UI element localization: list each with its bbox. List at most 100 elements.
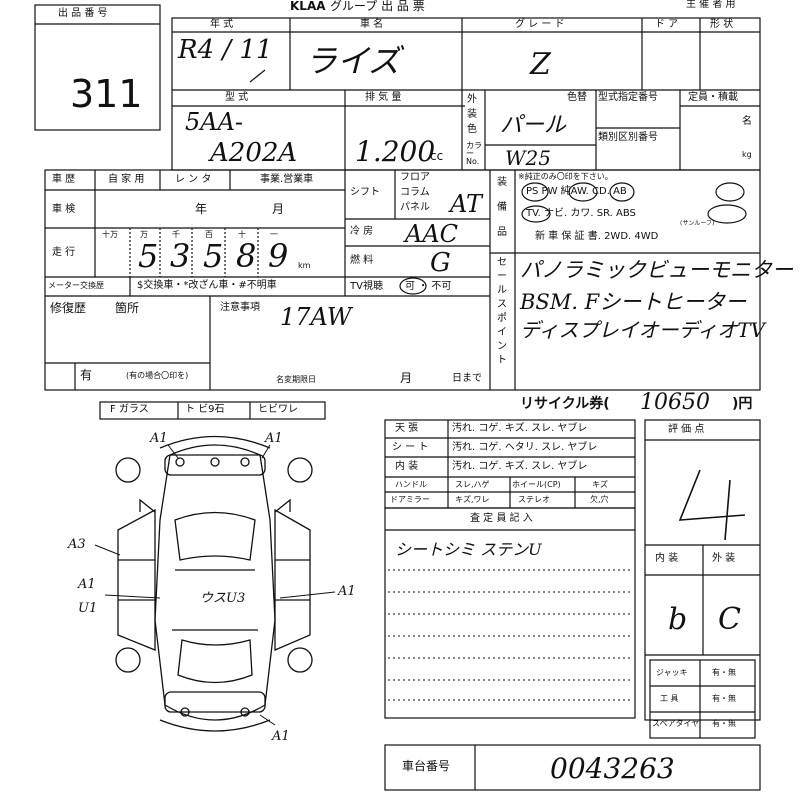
mileage-unit: km <box>298 261 311 270</box>
capacity-kg-unit: kg <box>742 150 752 159</box>
seat-options[interactable]: 汚れ. コゲ. ヘタリ. スレ. ヤブレ <box>452 442 598 453</box>
wheel-value[interactable]: キズ <box>592 480 608 489</box>
name-change-day: 日まで <box>452 373 482 384</box>
inspection-label: 車 検 <box>52 204 76 215</box>
tools-options[interactable]: 有・無 <box>712 694 736 703</box>
spare-tire-label: スペアタイヤ <box>652 719 700 728</box>
interior-score-value: b <box>668 602 688 637</box>
displacement-value: 1.200 <box>355 135 436 168</box>
doors-label: ド ア <box>655 19 679 30</box>
diagram-mark-2: A1 <box>265 431 283 446</box>
car-name-value: ライズ <box>305 42 401 80</box>
grade-value: Z <box>530 47 551 82</box>
interior-trim-options[interactable]: 汚れ. コゲ. キズ. スレ. ヤブレ <box>452 461 588 472</box>
shift-panel[interactable]: パネル <box>400 202 430 213</box>
chassis-number-label: 車台番号 <box>402 759 451 773</box>
jack-label: ジャッキ <box>656 668 688 677</box>
capacity-label: 定員・積載 <box>688 92 738 103</box>
mileage-digit-2: 3 <box>170 237 191 275</box>
displacement-label: 排 気 量 <box>365 92 402 103</box>
inspection-year-label: 年 <box>195 202 208 216</box>
lot-number-label: 出 品 番 号 <box>58 8 108 19</box>
color-value: パール <box>500 113 567 138</box>
shift-value: AT <box>450 190 483 218</box>
sunroof-note: (サンルーフ) <box>680 220 715 227</box>
tv-viewing-label: TV視聴 <box>350 281 383 292</box>
displacement-unit: cc <box>430 149 444 163</box>
grade-label: グ レ ー ド <box>515 19 565 30</box>
glass-chip[interactable]: ト ビ9石 <box>185 404 225 415</box>
car-name-label: 車 名 <box>360 19 384 30</box>
fuel-value: G <box>430 248 451 278</box>
diagram-mark-3: A3 <box>68 537 86 552</box>
model-type-value-1: 5AA- <box>185 108 244 136</box>
body-shape-label: 形 状 <box>710 19 734 30</box>
sales-point-label-3: ル <box>497 285 507 296</box>
capacity-people-unit: 名 <box>742 116 752 127</box>
model-type-value-2: A202A <box>210 138 298 168</box>
meter-exchange-label: メーター交換歴 <box>48 281 104 290</box>
equipment-label-3: 品 <box>497 227 507 238</box>
tools-label: 工 具 <box>660 694 679 703</box>
meter-exchange-options[interactable]: $交換車・*改ざん車・#不明車 <box>137 280 277 291</box>
repair-history-label: 修復歴 <box>50 301 87 315</box>
equipment-row-2[interactable]: TV. ナビ. カワ. SR. ABS <box>526 208 636 219</box>
category-number-label: 類別区別番号 <box>598 132 658 143</box>
ceiling-options[interactable]: 汚れ. コゲ. キズ. スレ. ヤブレ <box>452 423 588 434</box>
mileage-digit-label-2: 万 <box>140 230 148 239</box>
jack-options[interactable]: 有・無 <box>712 668 736 677</box>
glass-crack[interactable]: ヒビワレ <box>258 404 298 415</box>
tv-options[interactable]: 可 ・ 不可 <box>405 281 452 292</box>
sales-point-label-7: ン <box>497 341 507 352</box>
sales-point-label-5: ポ <box>497 313 507 324</box>
history-rental[interactable]: レ ン タ <box>175 174 212 185</box>
history-business[interactable]: 事業.営業車 <box>260 174 314 185</box>
mileage-digit-5: 9 <box>268 237 289 275</box>
color-code-value: W25 <box>505 146 552 170</box>
mileage-label: 走 行 <box>52 247 76 258</box>
equipment-row-1[interactable]: PS PW 純AW. CD. AB <box>526 186 627 197</box>
diagram-mark-5: U1 <box>78 601 98 616</box>
glass-label[interactable]: F ガラス <box>110 404 149 415</box>
repair-yes[interactable]: 有 <box>80 368 93 382</box>
mileage-digit-3: 5 <box>203 237 224 275</box>
spare-tire-options[interactable]: 有・無 <box>712 719 736 728</box>
sales-point-3: ディスプレイオーディオTV <box>520 318 765 342</box>
wheel-label: ホイール(CP) <box>512 480 561 489</box>
sales-point-1: パノラミックビューモニター <box>520 258 793 282</box>
door-mirror-value[interactable]: キズ,ワレ <box>455 495 490 504</box>
inspection-month-label: 月 <box>272 202 285 216</box>
exterior-color-label-3: 色 <box>467 124 477 135</box>
mileage-digit-label-3: 千 <box>172 230 180 239</box>
type-designation-label: 型式指定番号 <box>598 92 658 103</box>
model-type-label: 型 式 <box>225 92 249 103</box>
diagram-mark-1: A1 <box>150 431 168 446</box>
history-private[interactable]: 自 家 用 <box>108 174 145 185</box>
diagram-mark-6: A1 <box>338 584 356 599</box>
notes-label: 注意事項 <box>220 302 260 313</box>
handle-value[interactable]: スレ,ハゲ <box>455 480 490 489</box>
exterior-color-label-1: 外 <box>467 94 477 105</box>
equipment-note: ※純正のみ〇印を下さい。 <box>518 172 613 181</box>
aircon-value: AAC <box>405 220 459 248</box>
diagram-mark-7: ウスU3 <box>200 591 246 606</box>
year-label: 年 式 <box>210 19 234 30</box>
shift-label: シフト <box>350 187 380 198</box>
owner-label: 主 催 者 用 <box>686 0 736 10</box>
sales-point-2: BSM. Fシートヒーター <box>520 290 747 314</box>
shift-floor[interactable]: フロア <box>400 172 430 183</box>
sales-point-label-4: ス <box>497 299 507 310</box>
sheet-brand: KLAA <box>290 0 326 13</box>
equipment-row-3[interactable]: 新 車 保 証 書. 2WD. 4WD <box>535 231 659 242</box>
aircon-label: 冷 房 <box>350 226 374 237</box>
year-value: R4 / 11 <box>178 35 273 65</box>
shift-column[interactable]: コラム <box>400 187 430 198</box>
fuel-label: 燃 料 <box>350 255 374 266</box>
name-change-month: 月 <box>400 371 413 385</box>
sheet-title: グループ 出 品 票 <box>330 0 425 13</box>
interior-score-label: 内 装 <box>655 553 679 564</box>
stereo-value[interactable]: 欠,穴 <box>590 495 609 504</box>
score-value: 4 <box>720 480 721 482</box>
